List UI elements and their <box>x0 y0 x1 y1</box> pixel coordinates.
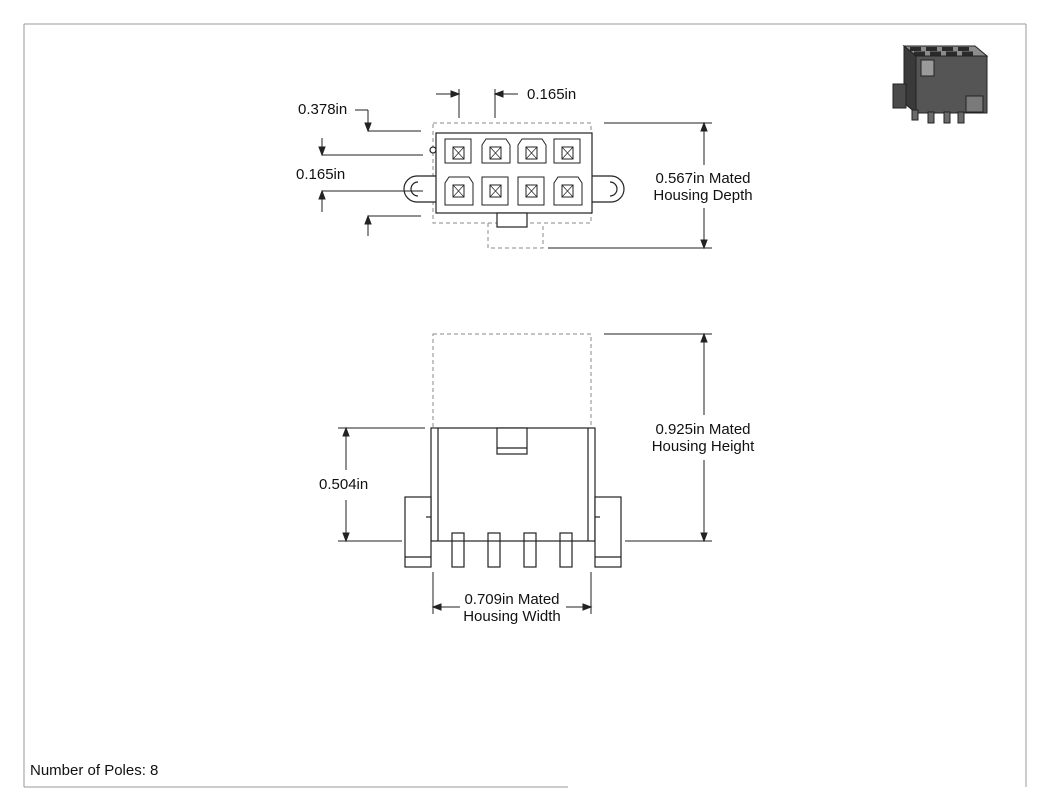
dim-housing-width <box>431 572 593 614</box>
dim-row-offset <box>355 109 421 236</box>
connector-3d-icon <box>892 44 989 124</box>
housing-front <box>404 427 622 568</box>
dim-housing-depth <box>548 121 712 250</box>
dim-pitch-horizontal <box>436 89 518 118</box>
top-view: 0.165in 0.378in 0.165in <box>296 86 753 250</box>
dim-pitch-vertical-label: 0.165in <box>296 166 345 183</box>
housing-top <box>403 132 625 228</box>
dim-pitch-horizontal-label: 0.165in <box>527 86 576 103</box>
dim-housing-depth-label-2: Housing Depth <box>653 187 752 204</box>
number-of-poles-note: Number of Poles: 8 <box>30 762 158 779</box>
dim-housing-height <box>604 332 712 543</box>
cavity-grid <box>444 138 583 206</box>
front-view: 0.504in 0.925in Mated Housing Height 0.7… <box>319 332 755 625</box>
sheet-frame <box>23 23 1027 788</box>
dim-body-height <box>338 426 425 543</box>
dim-housing-width-label-1: 0.709in Mated <box>464 591 559 608</box>
dim-pitch-vertical <box>318 138 423 212</box>
dim-housing-depth-label-1: 0.567in Mated <box>655 170 750 187</box>
dim-housing-height-label-1: 0.925in Mated <box>655 421 750 438</box>
dim-row-offset-label: 0.378in <box>298 101 347 118</box>
dim-housing-height-label-2: Housing Height <box>652 438 755 455</box>
dim-body-height-label: 0.504in <box>319 476 368 493</box>
dim-housing-width-label-2: Housing Width <box>463 608 561 625</box>
mated-outline-front <box>432 333 592 430</box>
